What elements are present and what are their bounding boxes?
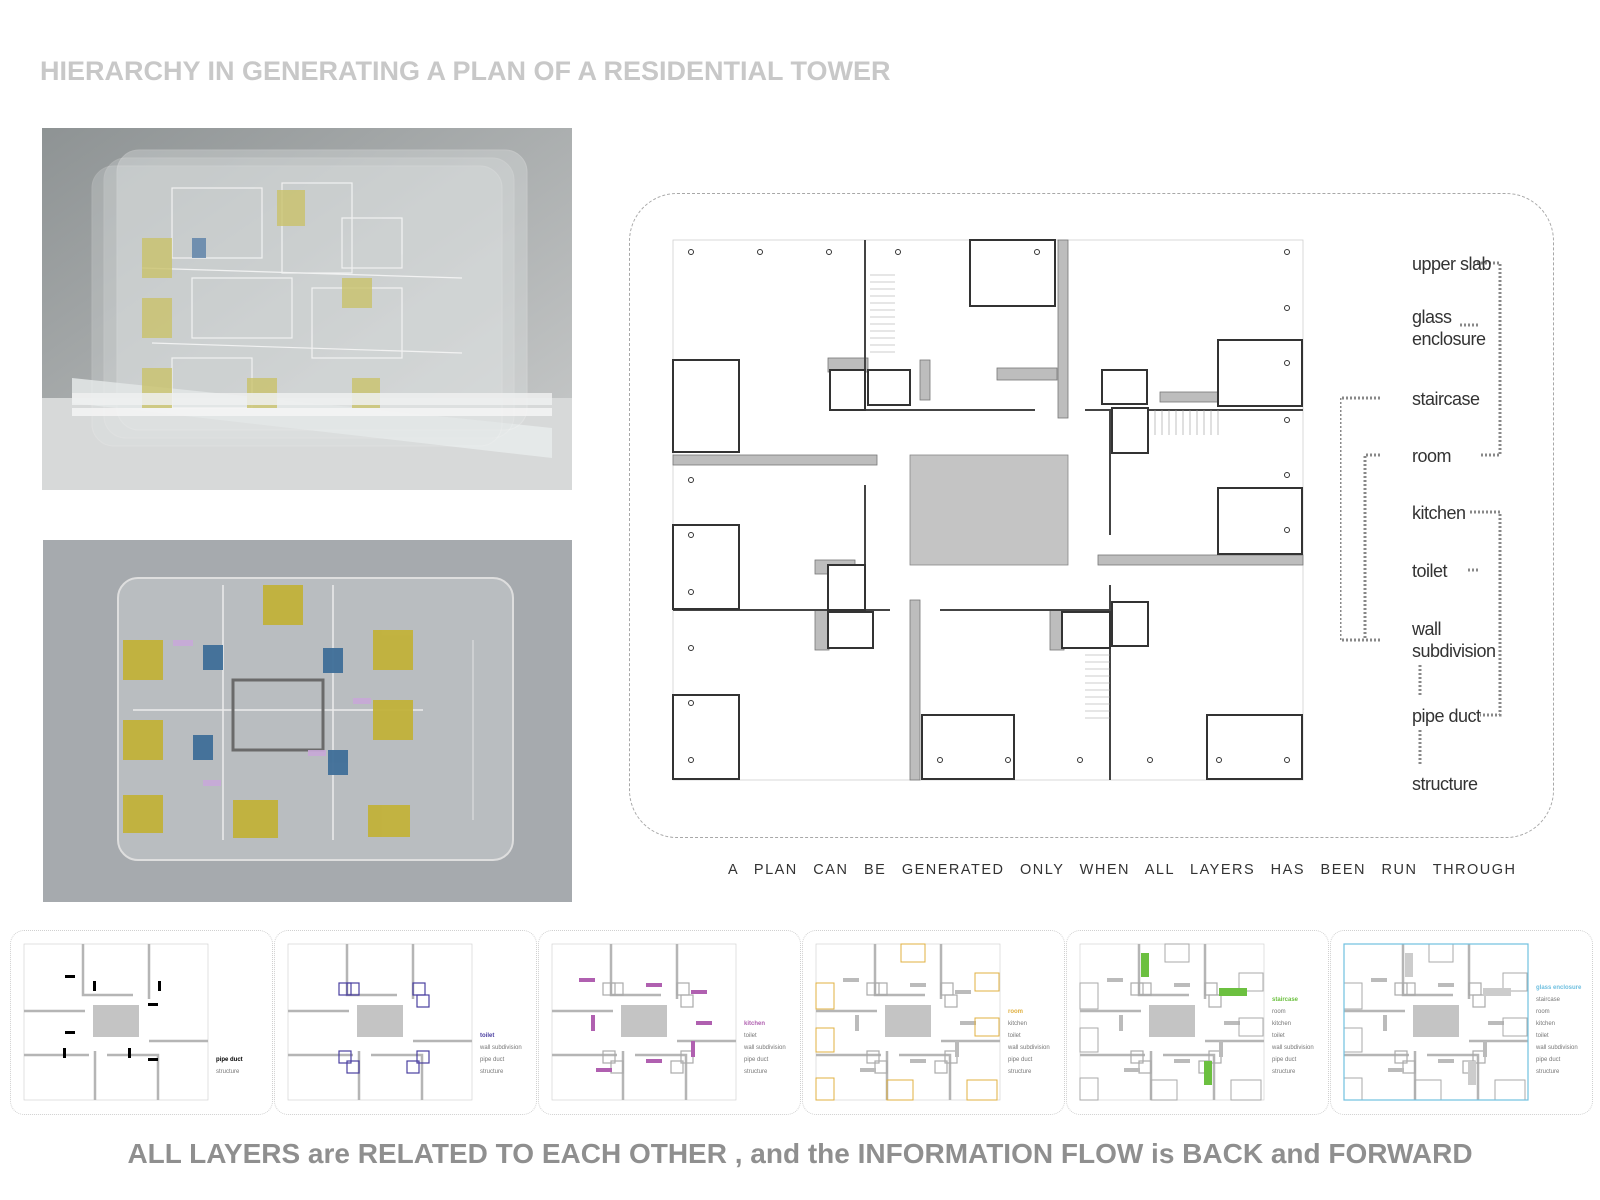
- thumbnail-plan: [815, 943, 1001, 1101]
- thumbnail-legend-item: toilet: [480, 1033, 495, 1039]
- thumbnail-legend-item: pipe duct: [1272, 1057, 1297, 1063]
- thumbnail-plan: [23, 943, 209, 1101]
- page-title: HIERARCHY IN GENERATING A PLAN OF A RESI…: [40, 56, 891, 86]
- thumbnail-legend-item: structure: [744, 1069, 768, 1075]
- thumbnail-legend-item: toilet: [1272, 1033, 1285, 1039]
- thumbnail-legend-item: kitchen: [1536, 1021, 1556, 1027]
- thumbnail-legend-item: kitchen: [744, 1021, 766, 1027]
- plan-frame: [629, 193, 1554, 838]
- thumbnail-legend-item: pipe duct: [480, 1057, 505, 1063]
- thumbnail-legend-item: glass enclosure: [1536, 985, 1582, 991]
- layer-thumbnail: pipe duct structure: [10, 930, 273, 1115]
- layer-room: room: [1412, 446, 1452, 466]
- layer-thumbnail: glass enclosure staircase room kitchen toile…: [1330, 930, 1593, 1115]
- model-photo-perspective: [42, 128, 572, 490]
- layer-upper-slab: upper slab: [1412, 254, 1492, 274]
- layer-thumbnail: toilet wall subdivision pipe duct structure: [274, 930, 537, 1115]
- layer-wall-subdivision: wall subdivision: [1412, 619, 1496, 661]
- thumbnail-plan: [551, 943, 737, 1101]
- thumbnail-legend-item: wall subdivision: [480, 1045, 522, 1051]
- layer-sequence: pipe duct structure toilet wall subdivision…: [10, 930, 1600, 1120]
- thumbnail-legend: kitchen toilet wall subdivision pipe duct st…: [744, 1021, 786, 1081]
- layer-thumbnail: kitchen toilet wall subdivision pipe duct st…: [538, 930, 801, 1115]
- layer-connector-lines: [1340, 261, 1502, 765]
- thumbnail-legend-item: wall subdivision: [1008, 1045, 1050, 1051]
- footer-statement: ALL LAYERS are RELATED TO EACH OTHER , a…: [127, 1138, 1473, 1169]
- plan-caption: A PLAN CAN BE GENERATED ONLY WHEN ALL LA…: [728, 862, 1517, 878]
- model-photo-top: [43, 540, 572, 902]
- thumbnail-plan: [1343, 943, 1529, 1101]
- layer-kitchen: kitchen: [1412, 503, 1466, 523]
- thumbnail-legend-item: structure: [480, 1069, 504, 1075]
- thumbnail-plan: [287, 943, 473, 1101]
- thumbnail-legend-item: structure: [216, 1069, 240, 1075]
- thumbnail-legend-item: pipe duct: [1536, 1057, 1561, 1063]
- layer-thumbnail: room kitchen toilet wall subdivision pipe du…: [802, 930, 1065, 1115]
- layer-thumbnail: staircase room kitchen toilet wall subdivisi…: [1066, 930, 1329, 1115]
- thumbnail-legend-item: kitchen: [1272, 1021, 1292, 1027]
- thumbnail-legend-item: toilet: [1008, 1033, 1021, 1039]
- thumbnail-legend-item: toilet: [744, 1033, 757, 1039]
- thumbnail-legend: toilet wall subdivision pipe duct structure: [480, 1033, 522, 1081]
- layer-toilet: toilet: [1412, 561, 1448, 581]
- thumbnail-legend-item: structure: [1272, 1069, 1296, 1075]
- thumbnail-legend-item: room: [1008, 1009, 1023, 1015]
- thumbnail-legend: room kitchen toilet wall subdivision pipe du…: [1008, 1009, 1050, 1081]
- thumbnail-legend-item: pipe duct: [744, 1057, 769, 1063]
- thumbnail-legend-item: pipe duct: [1008, 1057, 1033, 1063]
- thumbnail-legend-item: wall subdivision: [1272, 1045, 1314, 1051]
- thumbnail-legend-item: structure: [1536, 1069, 1560, 1075]
- thumbnail-legend: staircase room kitchen toilet wall subdivisi…: [1272, 997, 1314, 1081]
- layer-structure: structure: [1412, 774, 1478, 794]
- layer-glass-enclosure: glass enclosure: [1412, 307, 1486, 349]
- thumbnail-legend-item: staircase: [1272, 997, 1299, 1003]
- thumbnail-legend-item: pipe duct: [216, 1057, 243, 1063]
- thumbnail-legend-item: room: [1536, 1009, 1550, 1015]
- layer-staircase: staircase: [1412, 389, 1480, 409]
- thumbnail-plan: [1079, 943, 1265, 1101]
- thumbnail-legend: pipe duct structure: [216, 1057, 243, 1081]
- thumbnail-legend: glass enclosure staircase room kitchen toile…: [1536, 985, 1581, 1081]
- thumbnail-legend-item: kitchen: [1008, 1021, 1028, 1027]
- layer-pipe-duct: pipe duct: [1412, 706, 1481, 726]
- thumbnail-legend-item: staircase: [1536, 997, 1561, 1003]
- thumbnail-legend-item: wall subdivision: [744, 1045, 786, 1051]
- thumbnail-legend-item: room: [1272, 1009, 1286, 1015]
- floor-plan: [672, 239, 1304, 781]
- thumbnail-legend-item: wall subdivision: [1536, 1045, 1578, 1051]
- layer-legend: upper slab glass enclosure staircase roo…: [1340, 240, 1560, 820]
- thumbnail-legend-item: toilet: [1536, 1033, 1549, 1039]
- thumbnail-legend-item: structure: [1008, 1069, 1032, 1075]
